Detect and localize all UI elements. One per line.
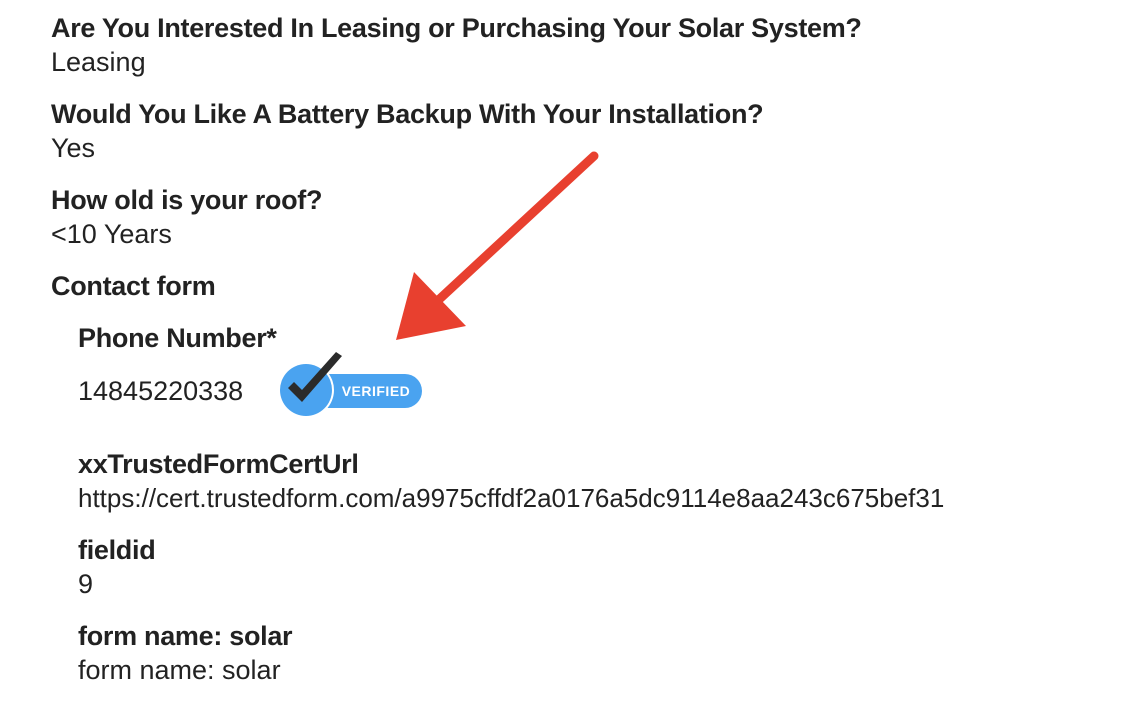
question-roof-label: How old is your roof? bbox=[51, 185, 323, 215]
question-roof-value: <10 Years bbox=[51, 219, 172, 249]
question-battery-label: Would You Like A Battery Backup With You… bbox=[51, 99, 764, 129]
phone-number-value: 14845220338 bbox=[78, 376, 244, 406]
form-name-label: form name: solar bbox=[78, 621, 293, 651]
trusted-form-cert-label: xxTrustedFormCertUrl bbox=[78, 449, 359, 479]
phone-number-label: Phone Number* bbox=[78, 323, 277, 353]
verified-badge: VERIFIED bbox=[278, 352, 422, 418]
fieldid-label: fieldid bbox=[78, 535, 156, 565]
question-leasing-label: Are You Interested In Leasing or Purchas… bbox=[51, 13, 862, 43]
fieldid-value: 9 bbox=[78, 569, 94, 599]
verified-text: VERIFIED bbox=[342, 383, 411, 399]
arrow-icon bbox=[396, 151, 599, 340]
question-leasing-value: Leasing bbox=[51, 47, 146, 77]
form-name-value: form name: solar bbox=[78, 655, 281, 685]
question-battery-value: Yes bbox=[51, 133, 96, 163]
trusted-form-cert-value: https://cert.trustedform.com/a9975cffdf2… bbox=[78, 483, 945, 513]
contact-form-title: Contact form bbox=[51, 271, 216, 301]
checkmark-icon bbox=[288, 352, 342, 402]
